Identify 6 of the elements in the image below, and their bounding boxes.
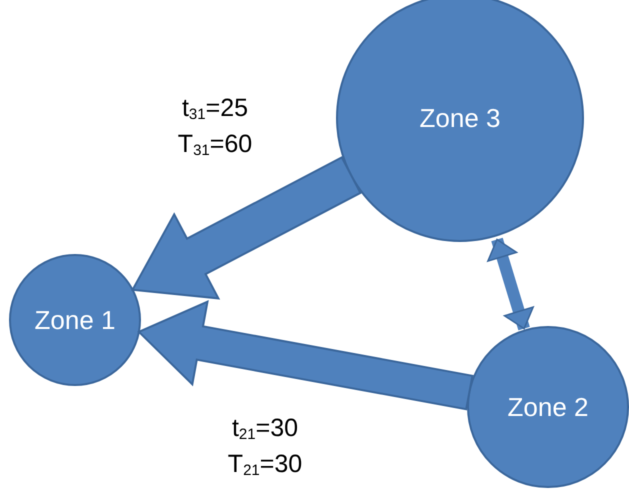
block-arrow <box>137 300 474 410</box>
block-arrow <box>487 238 534 330</box>
zone-name: Zone 3 <box>420 102 500 134</box>
block-arrow <box>131 156 362 300</box>
zone-name: Zone 2 <box>508 392 588 422</box>
zone-name: Zone 1 <box>34 304 116 336</box>
